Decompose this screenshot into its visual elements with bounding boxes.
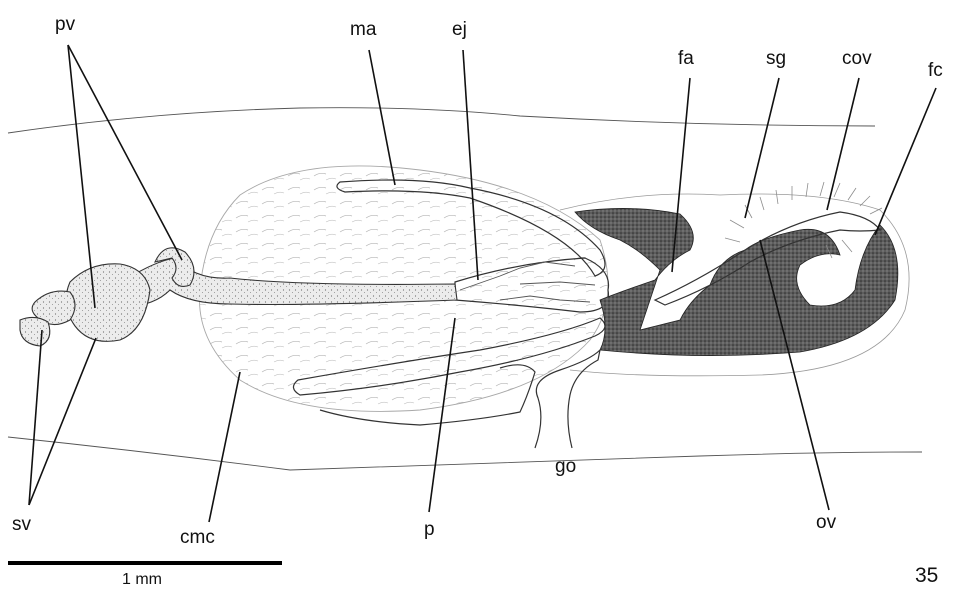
label-fc: fc bbox=[928, 60, 943, 81]
label-sg: sg bbox=[766, 48, 786, 69]
seminal-vesicle-coil-2 bbox=[20, 317, 50, 346]
label-p: p bbox=[424, 519, 435, 540]
label-ej: ej bbox=[452, 19, 467, 40]
body-outline-ventral bbox=[8, 437, 922, 470]
label-ov: ov bbox=[816, 512, 837, 533]
prostatic-vesicle bbox=[66, 264, 150, 342]
label-fa: fa bbox=[678, 48, 694, 69]
body-outline-dorsal bbox=[8, 108, 875, 133]
scale-bar-label: 1 mm bbox=[122, 571, 162, 588]
label-cmc: cmc bbox=[180, 527, 215, 548]
label-pv: pv bbox=[55, 14, 76, 35]
label-cov: cov bbox=[842, 48, 872, 69]
figure-number: 35 bbox=[915, 564, 938, 587]
label-sv: sv bbox=[12, 514, 32, 535]
label-ma: ma bbox=[350, 19, 377, 40]
label-go: go bbox=[555, 456, 576, 477]
